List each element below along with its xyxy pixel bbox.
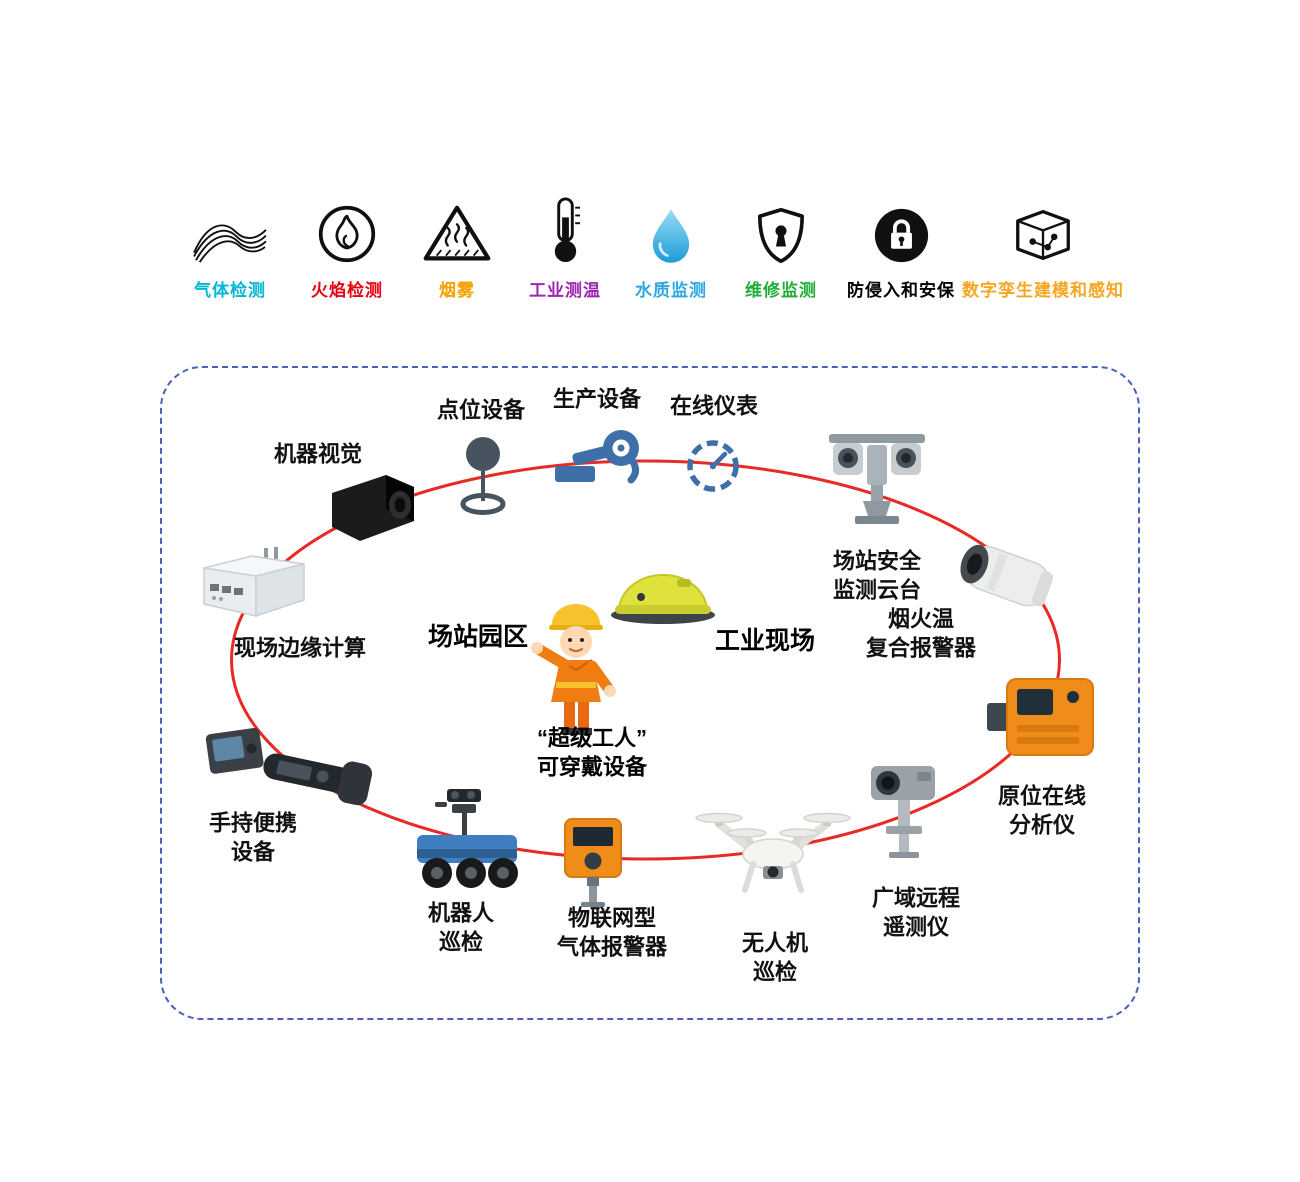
handheld-device-label: 手持便携 设备: [208, 810, 298, 864]
legend-item-maintenance-monitoring: 维修监测: [661, 190, 901, 301]
shield-keyhole-icon: [757, 190, 805, 264]
station-campus-label: 场站园区: [427, 622, 529, 651]
drone-image: [695, 806, 851, 906]
connection-ring: [230, 459, 1061, 861]
legend-label-intrusion-security: 防侵入和安保: [847, 281, 955, 300]
water-drop-icon: [651, 190, 691, 264]
connection-ring-ellipse: [230, 459, 1061, 861]
devices-panel-border: [160, 366, 1140, 1020]
smart-helmet-image: [607, 559, 719, 625]
legend-item-gas-detection: 气体检测: [110, 190, 350, 301]
legend-label-maintenance-monitoring: 维修监测: [745, 281, 817, 300]
inspection-robot-image: [405, 787, 529, 903]
smoke-triangle-icon: [422, 190, 492, 264]
legend-item-water-quality: 水质监测: [551, 190, 791, 301]
super-worker-cartoon: [520, 594, 632, 740]
legend-label-flame-detection: 火焰检测: [311, 281, 383, 300]
legend-item-industrial-thermometry: 工业测温: [445, 190, 685, 301]
legend-item-intrusion-security: 防侵入和安保: [781, 190, 1021, 301]
production-equipment-label: 生产设备: [552, 386, 642, 412]
gas-waves-icon: [192, 190, 268, 264]
legend-label-digital-twin: 数字孪生建模和感知: [962, 281, 1124, 300]
insitu-analyzer-label: 原位在线 分析仪: [997, 783, 1087, 837]
machine-vision-label: 机器视觉: [273, 441, 363, 467]
industrial-site-label: 工业现场: [714, 626, 816, 655]
edge-computing-box-image: [194, 538, 312, 624]
legend-label-industrial-thermometry: 工业测温: [529, 281, 601, 300]
insitu-analyzer-image: [983, 673, 1097, 761]
legend-label-water-quality: 水质监测: [635, 281, 707, 300]
machine-vision-camera-image: [324, 469, 420, 545]
wide-area-telemetry-label: 广域远程 遥测仪: [871, 885, 961, 939]
legend-item-flame-detection: 火焰检测: [227, 190, 467, 301]
wide-area-telemetry-image: [861, 760, 949, 860]
production-equipment-robot-arm-icon: [553, 426, 649, 488]
edge-computing-label: 现场边缘计算: [233, 635, 367, 661]
legend-item-digital-twin: 数字孪生建模和感知: [923, 190, 1163, 301]
legend-label-gas-detection: 气体检测: [194, 281, 266, 300]
online-instrument-gauge-icon: [684, 437, 742, 495]
iot-gas-alarm-image: [558, 814, 628, 908]
point-device-label: 点位设备: [436, 397, 526, 423]
super-worker-wearable-label: “超级工人” 可穿戴设备: [536, 725, 648, 779]
legend-label-smoke: 烟雾: [439, 281, 475, 300]
thermometer-icon: [549, 190, 582, 264]
iot-gas-alarm-label: 物联网型 气体报警器: [556, 905, 668, 959]
lock-circle-icon: [873, 190, 930, 264]
online-instrument-label: 在线仪表: [669, 393, 759, 419]
station-security-ptz-label: 场站安全 监测云台: [832, 548, 922, 602]
robot-inspection-label: 机器人 巡检: [427, 900, 495, 954]
fire-smoke-temp-alarm-label: 烟火温 复合报警器: [865, 606, 977, 660]
flame-icon: [317, 190, 377, 264]
point-device-pin-icon: [454, 435, 512, 519]
drone-inspection-label: 无人机 巡检: [741, 930, 809, 984]
fire-smoke-temp-alarm-image: [950, 530, 1064, 624]
station-security-ptz-image: [817, 428, 937, 528]
legend-item-smoke: 烟雾: [337, 190, 577, 301]
digital-twin-cube-icon: [1010, 190, 1076, 264]
handheld-devices-image: [200, 719, 384, 813]
